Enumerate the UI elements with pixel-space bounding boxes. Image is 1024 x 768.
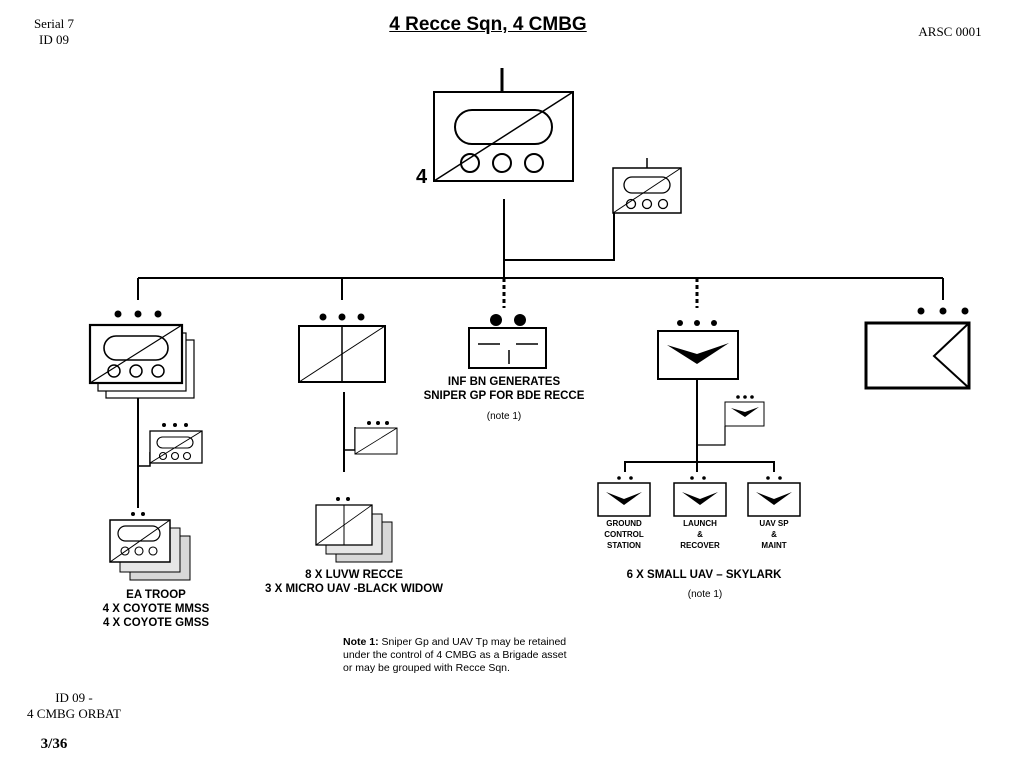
reference-code: ARSC 0001 bbox=[918, 24, 982, 39]
page-number: 3/36 bbox=[40, 736, 68, 752]
lr-line2: & bbox=[697, 530, 703, 539]
ea-troop-label-line1: EA TROOP bbox=[126, 589, 186, 601]
lr-line1: LAUNCH bbox=[683, 519, 717, 528]
gcs-line1: GROUND bbox=[606, 519, 642, 528]
luvw-recce-label: 8 X LUVW RECCE 3 X MICRO UAV -BLACK WIDO… bbox=[234, 568, 474, 596]
sniper-group-symbol bbox=[468, 314, 547, 369]
sp-line2: & bbox=[771, 530, 777, 539]
ea-troop-branch bbox=[88, 310, 203, 581]
rightmost-subunit-symbol bbox=[864, 307, 971, 390]
footer-line2: 4 CMBG ORBAT bbox=[27, 706, 121, 721]
ground-control-station-label: GROUND CONTROL STATION bbox=[590, 518, 658, 551]
sniper-group-label-line2: SNIPER GP FOR BDE RECCE bbox=[423, 390, 585, 402]
sniper-group-label-line1: INF BN GENERATES bbox=[447, 376, 561, 388]
footer-line1: ID 09 - bbox=[55, 690, 93, 705]
sniper-group-note-ref: (note 1) bbox=[486, 411, 522, 422]
note-1: Note 1: Sniper Gp and UAV Tp may be reta… bbox=[343, 636, 573, 675]
squadron-hq-symbol bbox=[433, 68, 574, 182]
luvw-recce-branch bbox=[298, 313, 398, 563]
launch-recover-label: LAUNCH & RECOVER bbox=[666, 518, 734, 551]
note-text: Sniper Gp and UAV Tp may be retained und… bbox=[343, 636, 567, 674]
hq-designation: 4 bbox=[416, 166, 428, 188]
uav-sp-maint-label: UAV SP & MAINT bbox=[740, 518, 808, 551]
hq-connectors bbox=[137, 199, 944, 308]
serial-number: Serial 7 bbox=[33, 16, 75, 31]
footer-caption: ID 09 - 4 CMBG ORBAT bbox=[14, 690, 134, 722]
uav-troop-label: 6 X SMALL UAV – SKYLARK bbox=[626, 569, 782, 581]
luvw-recce-label-line1: 8 X LUVW RECCE bbox=[305, 569, 403, 581]
page-title: 4 Recce Sqn, 4 CMBG bbox=[389, 14, 587, 35]
ea-troop-label-line2: 4 X COYOTE MMSS bbox=[102, 603, 210, 615]
serial-id: ID 09 bbox=[39, 32, 69, 47]
sp-line1: UAV SP bbox=[759, 519, 789, 528]
uav-note-ref: (note 1) bbox=[687, 589, 723, 600]
attached-recce-symbol bbox=[612, 158, 682, 214]
luvw-recce-label-line2: 3 X MICRO UAV -BLACK WIDOW bbox=[264, 583, 444, 595]
tracked-vehicle-icon bbox=[454, 109, 553, 145]
uav-troop-branch bbox=[597, 320, 801, 517]
sniper-group-label: INF BN GENERATES SNIPER GP FOR BDE RECCE bbox=[384, 375, 624, 403]
ea-troop-label: EA TROOP 4 X COYOTE MMSS 4 X COYOTE GMSS bbox=[60, 588, 252, 630]
gcs-line3: STATION bbox=[607, 541, 641, 550]
gcs-line2: CONTROL bbox=[604, 530, 644, 539]
serial-label: Serial 7 ID 09 bbox=[14, 16, 94, 48]
sp-line3: MAINT bbox=[761, 541, 787, 550]
ea-troop-label-line3: 4 X COYOTE GMSS bbox=[102, 617, 210, 629]
note-prefix: Note 1: bbox=[343, 636, 379, 648]
uav-icon bbox=[667, 343, 729, 364]
lr-line3: RECOVER bbox=[680, 541, 720, 550]
